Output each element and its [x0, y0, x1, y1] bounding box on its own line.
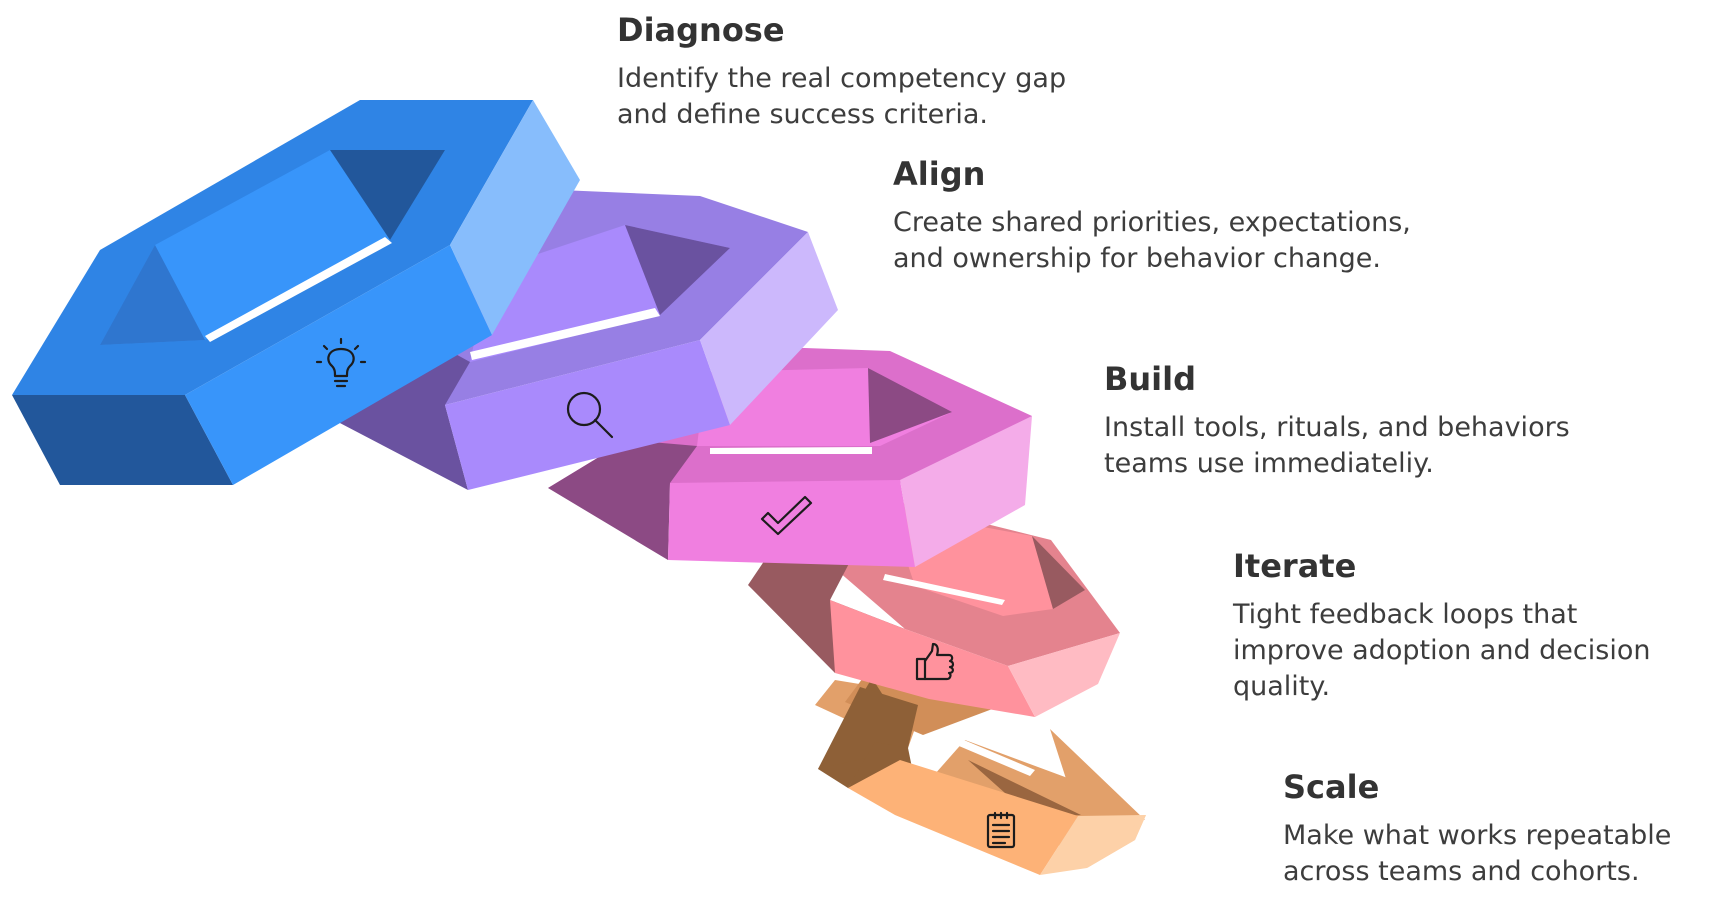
checkmark-icon — [760, 495, 813, 536]
step-description: Create shared priorities, expectations, … — [893, 206, 1411, 274]
step-build: Build Install tools, rituals, and behavi… — [1104, 361, 1570, 482]
thumbs-up-icon — [915, 642, 955, 681]
step-title: Scale — [1283, 768, 1380, 806]
step-description: Install tools, rituals, and behaviors te… — [1104, 411, 1570, 479]
step-description: Identify the real competency gap and def… — [617, 62, 1067, 130]
checklist-icon — [986, 811, 1016, 849]
step-align: Align Create shared priorities, expectat… — [893, 156, 1411, 277]
step-description: Make what works repeatable across teams … — [1283, 819, 1672, 887]
magnifier-icon — [566, 391, 614, 439]
step-description: Tight feedback loops that improve adopti… — [1233, 598, 1651, 702]
step-iterate: Iterate Tight feedback loops that improv… — [1233, 548, 1650, 705]
lightbulb-icon — [315, 337, 367, 388]
step-title: Build — [1104, 360, 1197, 398]
build-hex-ring — [548, 346, 1032, 567]
step-title: Iterate — [1233, 547, 1357, 585]
step-scale: Scale Make what works repeatable across … — [1283, 769, 1671, 890]
step-title: Diagnose — [617, 11, 785, 49]
diagnose-hex-ring — [12, 100, 580, 485]
step-title: Align — [893, 155, 986, 193]
scale-hex-ring — [815, 655, 1146, 875]
step-diagnose: Diagnose Identify the real competency ga… — [617, 12, 1066, 133]
